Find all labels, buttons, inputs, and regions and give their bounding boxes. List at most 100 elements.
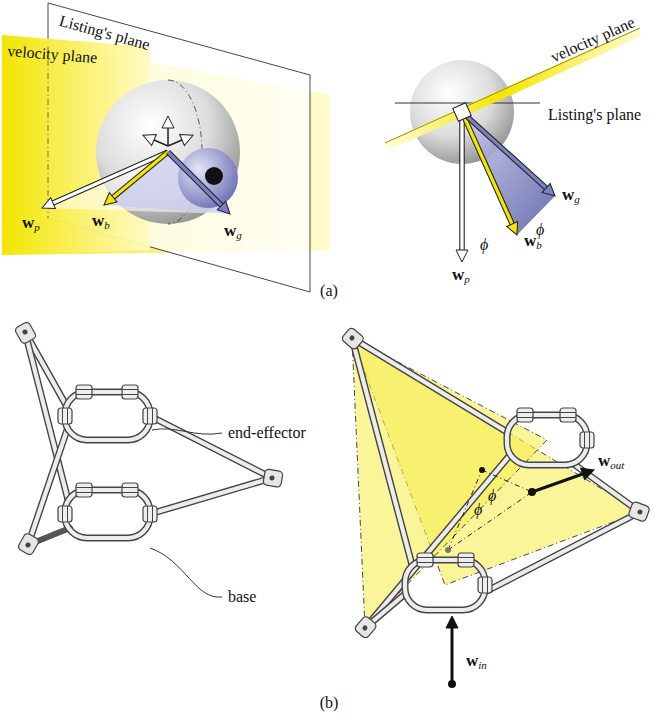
vector-arrow <box>113 152 168 197</box>
mechanism <box>76 385 92 399</box>
mechanism <box>28 430 67 545</box>
mechanism-planes <box>352 338 412 565</box>
pupil <box>205 167 223 185</box>
angle-label: ϕ <box>474 501 482 519</box>
vector-arrow <box>462 112 546 188</box>
mechanism <box>143 408 157 424</box>
mechanism-planes <box>575 465 640 512</box>
vector-arrow <box>462 112 512 224</box>
globe <box>96 80 240 224</box>
mechanism <box>122 385 138 399</box>
vector-subscript: p <box>464 273 470 285</box>
vector-subscript: g <box>236 229 242 241</box>
leader-line <box>152 429 222 434</box>
panel-label: (b) <box>320 694 339 712</box>
vector-label: wg <box>562 186 580 205</box>
point <box>479 467 485 473</box>
yellow-plane <box>352 338 547 628</box>
mechanism <box>122 483 138 497</box>
vector-label: wp <box>452 266 470 285</box>
angle-label: ϕ <box>536 221 544 239</box>
vector-symbol: w <box>466 651 478 670</box>
listings-plane <box>395 103 540 104</box>
mechanism-planes <box>341 327 651 688</box>
mechanism <box>58 408 72 424</box>
point <box>445 547 451 553</box>
mechanism-planes <box>485 512 640 592</box>
frame-axis <box>167 128 169 146</box>
mechanism <box>150 478 272 514</box>
mechanism-planes <box>405 560 485 610</box>
mechanism <box>143 506 157 522</box>
vector-arrow <box>459 120 465 250</box>
vector-arrow <box>451 628 454 684</box>
side-view <box>385 28 640 250</box>
angle-construction <box>448 470 532 550</box>
vector-arrow <box>462 112 546 250</box>
mechanism-planes <box>365 455 510 628</box>
axis <box>462 112 463 250</box>
angle-label: ϕ <box>480 236 488 254</box>
mechanism <box>263 469 284 488</box>
vector-subscript: p <box>34 221 40 233</box>
mechanism <box>28 430 67 545</box>
mechanism-planes <box>580 432 594 448</box>
cone <box>462 112 555 235</box>
mechanism-planes <box>628 501 650 522</box>
mechanism-planes <box>485 512 640 592</box>
plane-label: velocity plane <box>7 42 98 67</box>
mechanism <box>14 321 37 345</box>
vector-arrow <box>168 152 222 206</box>
vector-symbol: w <box>22 213 34 232</box>
vector-label: wp <box>22 214 40 233</box>
mechanism-planes <box>560 408 576 422</box>
vector-subscript: in <box>478 659 487 671</box>
vector-subscript: b <box>536 239 542 251</box>
vector-arrow <box>53 152 168 203</box>
part-label: end-effector <box>228 424 306 442</box>
mechanism-planes <box>365 455 510 628</box>
vector-arrow <box>460 120 463 250</box>
mechanism-planes <box>405 560 485 610</box>
vector-label: win <box>466 652 487 671</box>
vector-arrow <box>462 112 512 224</box>
vector-label: wout <box>598 452 624 471</box>
mechanism-planes <box>517 408 533 422</box>
vector-symbol: w <box>598 451 610 470</box>
frame-axis <box>154 140 168 146</box>
vector-symbol: w <box>224 221 236 240</box>
eye <box>178 148 238 208</box>
leader-line <box>150 548 222 597</box>
vector-arrow <box>168 152 222 206</box>
vector-symbol: w <box>524 231 536 250</box>
vector-label: wb <box>92 212 110 231</box>
velocity-plane <box>385 32 640 147</box>
vector-arrow <box>113 152 168 197</box>
mechanism-planes <box>575 465 640 512</box>
vector-arrow <box>462 112 546 188</box>
mechanism-planes <box>354 615 378 639</box>
vector-symbol: w <box>452 265 464 284</box>
vector-arrow <box>53 152 222 206</box>
part-label: base <box>228 588 256 606</box>
mechanism-planes <box>417 553 433 567</box>
vector-arrow <box>532 474 583 492</box>
vector-symbol: w <box>92 211 104 230</box>
frame-axis <box>168 140 182 146</box>
vector-arrow <box>53 152 168 203</box>
mechanism <box>58 506 72 522</box>
vector-label: wg <box>224 222 242 241</box>
mechanism <box>150 478 272 514</box>
listing-scene <box>2 3 330 292</box>
vector-subscript: g <box>574 193 580 205</box>
mechanism <box>17 532 40 556</box>
mechanism-planes <box>478 577 492 593</box>
vector-symbol: w <box>562 185 574 204</box>
mechanism-planes <box>341 327 365 351</box>
right-angle-mark <box>453 103 471 121</box>
mechanism <box>14 321 283 597</box>
panel-label: (a) <box>320 282 338 300</box>
angle-label: ϕ <box>488 487 496 505</box>
